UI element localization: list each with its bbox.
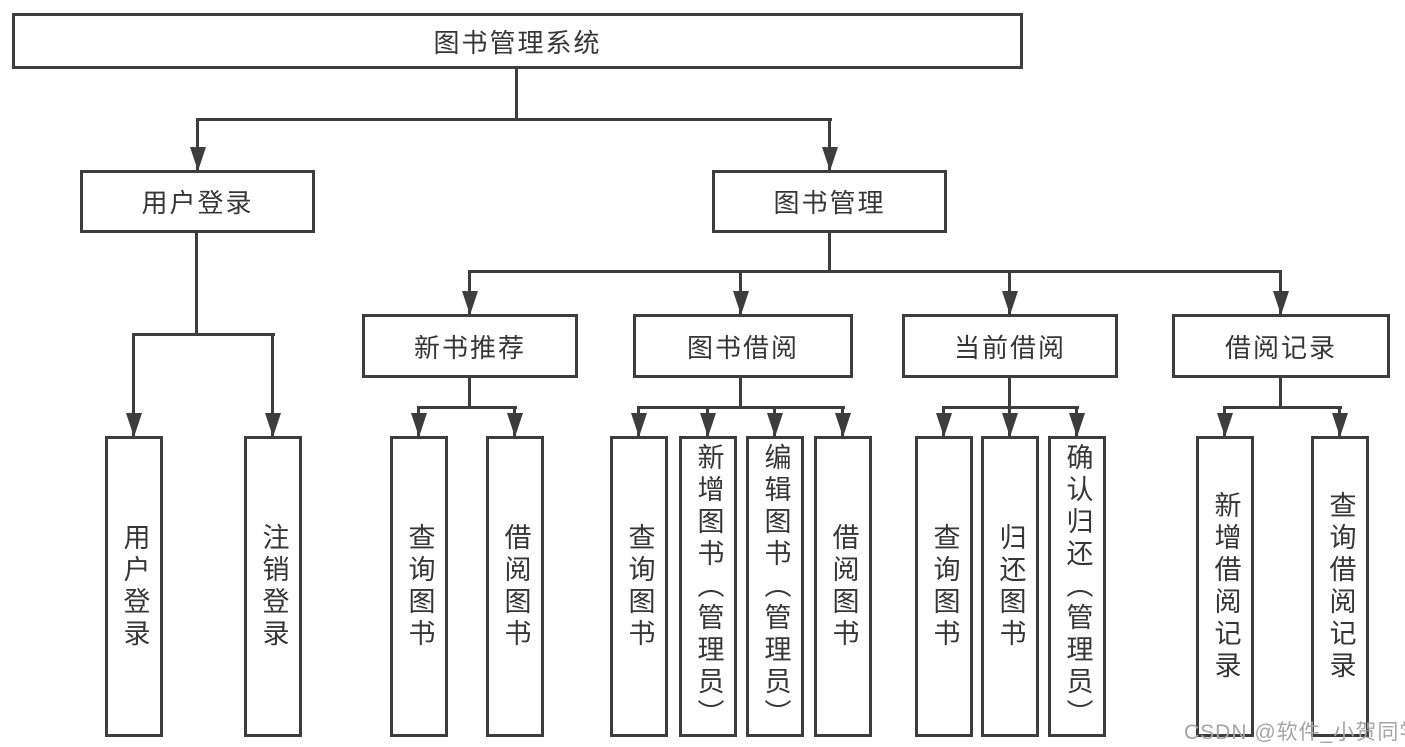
leaf-query-books-borrowing-label: 查询图书 bbox=[624, 522, 655, 651]
leaf-query-books-recommend: 查询图书 bbox=[390, 436, 448, 737]
leaf-borrow-books-recommend: 借阅图书 bbox=[486, 436, 544, 737]
leaf-return-book-label: 归还图书 bbox=[995, 522, 1026, 651]
node-current-borrowing-label: 当前借阅 bbox=[953, 332, 1066, 363]
connector-arrow bbox=[189, 118, 206, 171]
connector-line bbox=[828, 233, 831, 271]
leaf-confirm-return-admin: 确认归还（管理员） bbox=[1048, 436, 1106, 737]
connector-arrow bbox=[506, 406, 523, 437]
node-user-login: 用户登录 bbox=[80, 170, 315, 233]
leaf-add-book-admin-label: 新增图书（管理员） bbox=[693, 442, 724, 731]
csdn-watermark: CSDN @软件_小贺同学 bbox=[1184, 721, 1405, 744]
connector-arrow bbox=[410, 406, 427, 437]
connector-arrow bbox=[766, 406, 783, 437]
leaf-user-login-label: 用户登录 bbox=[119, 522, 150, 651]
node-book-borrowing: 图书借阅 bbox=[633, 314, 853, 378]
connector-arrow bbox=[1272, 270, 1289, 315]
connector-line bbox=[132, 333, 275, 336]
leaf-add-borrow-record: 新增借阅记录 bbox=[1196, 436, 1254, 737]
node-new-book-recommend: 新书推荐 bbox=[362, 314, 578, 378]
connector-line bbox=[468, 378, 471, 407]
connector-arrow bbox=[1001, 406, 1018, 437]
connector-arrow bbox=[935, 406, 952, 437]
leaf-query-books-current: 查询图书 bbox=[915, 436, 973, 737]
leaf-query-books-borrowing: 查询图书 bbox=[610, 436, 668, 737]
connector-arrow bbox=[461, 270, 478, 315]
connector-line bbox=[1008, 378, 1011, 407]
leaf-query-books-current-label: 查询图书 bbox=[929, 522, 960, 651]
connector-arrow bbox=[1216, 406, 1233, 437]
node-user-login-label: 用户登录 bbox=[141, 188, 254, 218]
leaf-edit-book-admin-label: 编辑图书（管理员） bbox=[760, 442, 791, 731]
leaf-return-book: 归还图书 bbox=[981, 436, 1039, 737]
connector-line bbox=[197, 118, 832, 121]
connector-arrow bbox=[699, 406, 716, 437]
connector-arrow bbox=[821, 118, 838, 171]
connector-line bbox=[468, 270, 1282, 273]
leaf-borrow-books: 借阅图书 bbox=[814, 436, 872, 737]
leaf-logout: 注销登录 bbox=[244, 436, 302, 737]
leaf-add-borrow-record-label: 新增借阅记录 bbox=[1210, 490, 1241, 683]
connector-arrow bbox=[125, 333, 142, 437]
leaf-add-book-admin: 新增图书（管理员） bbox=[679, 436, 737, 737]
node-root-label: 图书管理系统 bbox=[433, 27, 602, 58]
leaf-confirm-return-admin-label: 确认归还（管理员） bbox=[1062, 442, 1093, 731]
node-borrowing-records: 借阅记录 bbox=[1172, 314, 1390, 378]
connector-arrow bbox=[1001, 270, 1018, 315]
node-borrowing-records-label: 借阅记录 bbox=[1224, 332, 1337, 363]
connector-line bbox=[195, 233, 198, 334]
connector-line bbox=[637, 406, 845, 409]
node-current-borrowing: 当前借阅 bbox=[902, 314, 1118, 378]
connector-line bbox=[417, 406, 517, 409]
node-book-management: 图书管理 bbox=[712, 170, 947, 233]
leaf-user-login: 用户登录 bbox=[105, 436, 163, 737]
leaf-query-books-recommend-label: 查询图书 bbox=[404, 522, 435, 651]
connector-line bbox=[1279, 378, 1282, 407]
node-new-book-recommend-label: 新书推荐 bbox=[413, 332, 526, 363]
node-book-management-label: 图书管理 bbox=[773, 188, 886, 218]
leaf-borrow-books-recommend-label: 借阅图书 bbox=[500, 522, 531, 651]
connector-arrow bbox=[1331, 406, 1348, 437]
node-book-borrowing-label: 图书借阅 bbox=[686, 332, 799, 363]
leaf-logout-label: 注销登录 bbox=[258, 522, 289, 651]
leaf-edit-book-admin: 编辑图书（管理员） bbox=[746, 436, 804, 737]
connector-arrow bbox=[630, 406, 647, 437]
connector-arrow bbox=[264, 333, 281, 437]
leaf-query-borrow-record: 查询借阅记录 bbox=[1311, 436, 1369, 737]
node-root: 图书管理系统 bbox=[12, 13, 1023, 69]
connector-line bbox=[515, 68, 518, 118]
connector-line bbox=[739, 378, 742, 407]
connector-arrow bbox=[1068, 406, 1085, 437]
connector-arrow bbox=[732, 270, 749, 315]
leaf-borrow-books-label: 借阅图书 bbox=[828, 522, 859, 651]
connector-line bbox=[1223, 406, 1342, 409]
connector-arrow bbox=[834, 406, 851, 437]
leaf-query-borrow-record-label: 查询借阅记录 bbox=[1325, 490, 1356, 683]
